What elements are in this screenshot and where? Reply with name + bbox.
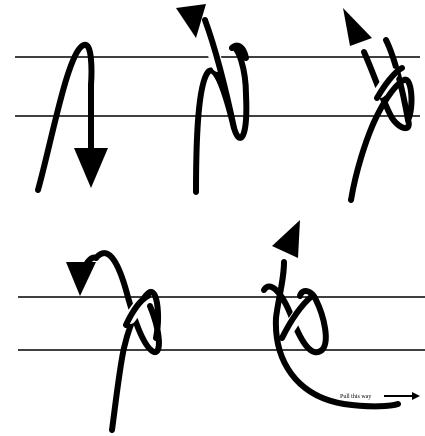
step-3-rope xyxy=(343,8,415,203)
step-4-rope xyxy=(66,250,162,433)
arrow-up-left-icon xyxy=(176,4,206,38)
step-1-rope xyxy=(35,42,108,193)
arrow-up-left-icon-2 xyxy=(343,8,372,46)
pull-note: Pull this way xyxy=(340,394,371,400)
arrow-down-left-icon xyxy=(66,262,96,296)
bottom-bars xyxy=(18,296,425,351)
arrow-down-icon xyxy=(74,148,108,188)
pull-arrow-icon xyxy=(412,392,420,400)
step-5-rope xyxy=(261,220,401,410)
step-2-rope xyxy=(176,4,250,195)
pull-note-group: Pull this way xyxy=(340,392,420,400)
arrow-up-icon xyxy=(272,220,300,258)
